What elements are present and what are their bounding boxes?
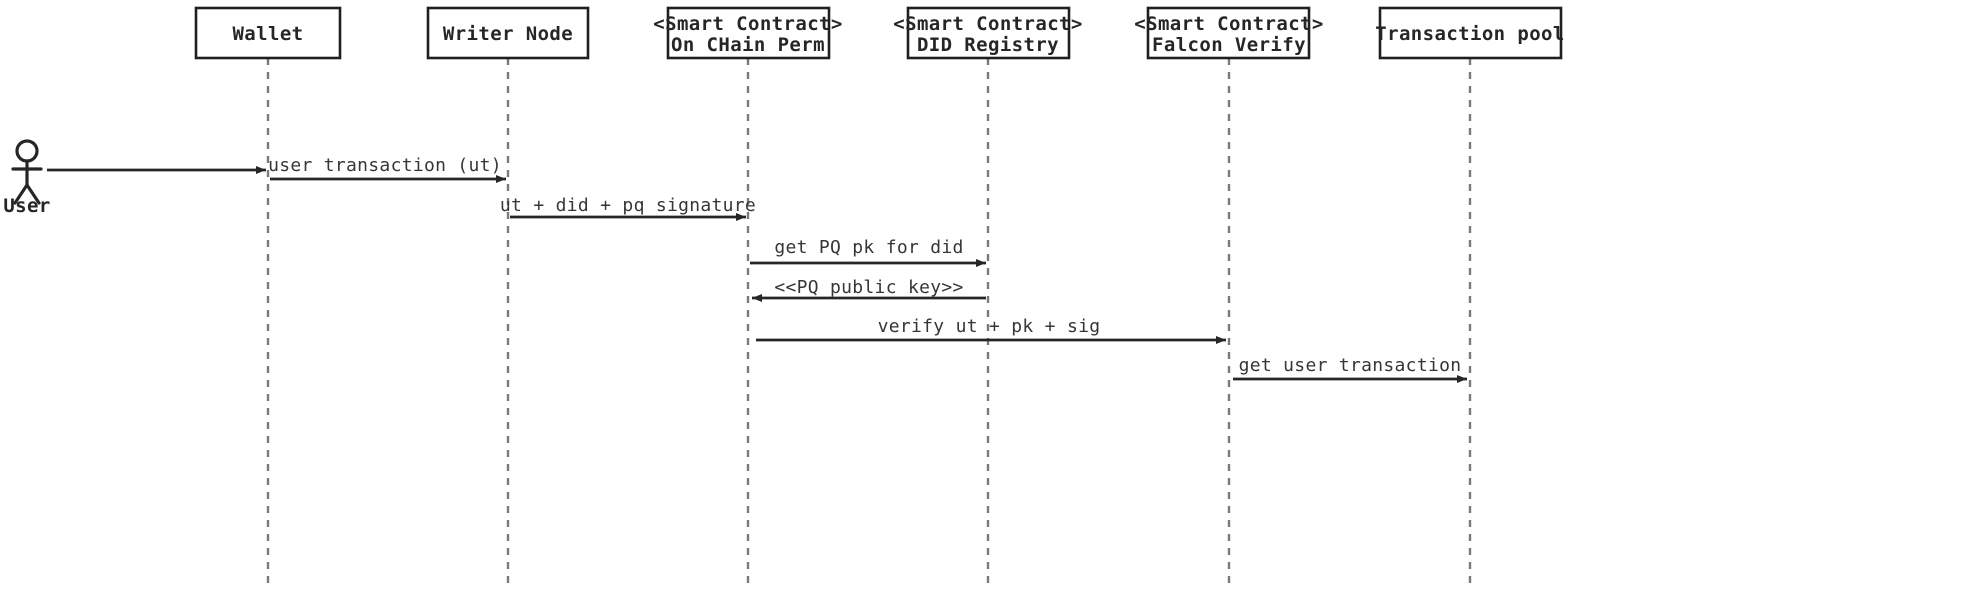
msg-pq-public-key[interactable]: <<PQ public key>> (752, 277, 986, 302)
participant-label-on-chain-perm-line1: <Smart Contract> (653, 13, 842, 35)
participant-label-did-registry-line2: DID Registry (917, 34, 1059, 56)
participant-box-did-registry[interactable] (906, 6, 1071, 60)
messages-group: user transaction (ut) ut + did + pq signa… (47, 155, 1467, 383)
actor-head-icon (15, 139, 39, 163)
msg-verify-ut-pk-sig[interactable]: verify ut + pk + sig (756, 316, 1226, 344)
msg-user-transaction[interactable]: user transaction (ut) (268, 155, 506, 183)
msg-get-user-transaction-label: get user transaction (1239, 355, 1462, 376)
participant-box-transaction-pool[interactable] (1378, 6, 1563, 60)
actor-label: User (3, 195, 50, 217)
msg-get-pq-pk-for-did[interactable]: get PQ pk for did (750, 237, 986, 267)
participant-label-on-chain-perm-line2: On CHain Perm (671, 34, 825, 56)
participant-label-falcon-verify-line1: <Smart Contract> (1134, 13, 1323, 35)
participant-did-registry[interactable]: <Smart Contract>DID Registry (893, 6, 1082, 60)
actor-user: User (3, 139, 50, 217)
msg-verify-ut-pk-sig-label: verify ut + pk + sig (878, 316, 1101, 337)
participant-box-on-chain-perm[interactable] (666, 6, 831, 60)
participant-falcon-verify[interactable]: <Smart Contract>Falcon Verify (1134, 6, 1323, 60)
lifelines-group (266, 58, 1472, 585)
participant-label-falcon-verify-line2: Falcon Verify (1152, 34, 1306, 56)
actor-leg-right-icon (25, 183, 41, 205)
participant-box-writer-node[interactable] (426, 6, 590, 60)
participant-on-chain-perm[interactable]: <Smart Contract>On CHain Perm (653, 6, 842, 60)
actor-leg-left-icon (13, 183, 29, 205)
msg-get-user-transaction[interactable]: get user transaction (1233, 355, 1467, 383)
participant-box-wallet[interactable] (194, 6, 342, 60)
msg-user-transaction-label: user transaction (ut) (268, 155, 502, 176)
participant-label-writer-node: Writer Node (443, 23, 573, 45)
participant-label-transaction-pool: Transaction pool (1375, 23, 1564, 45)
msg-get-pq-pk-for-did-label: get PQ pk for did (774, 237, 963, 258)
participant-transaction-pool[interactable]: Transaction pool (1375, 6, 1564, 60)
msg-ut-did-pq-signature[interactable]: ut + did + pq signature (500, 195, 756, 221)
msg-pq-public-key-label: <<PQ public key>> (774, 277, 963, 298)
participant-wallet[interactable]: Wallet (194, 6, 342, 60)
participant-box-falcon-verify[interactable] (1146, 6, 1311, 60)
participant-label-wallet: Wallet (232, 23, 303, 45)
participant-writer-node[interactable]: Writer Node (426, 6, 590, 60)
participant-label-did-registry-line1: <Smart Contract> (893, 13, 1082, 35)
msg-ut-did-pq-signature-label: ut + did + pq signature (500, 195, 756, 216)
